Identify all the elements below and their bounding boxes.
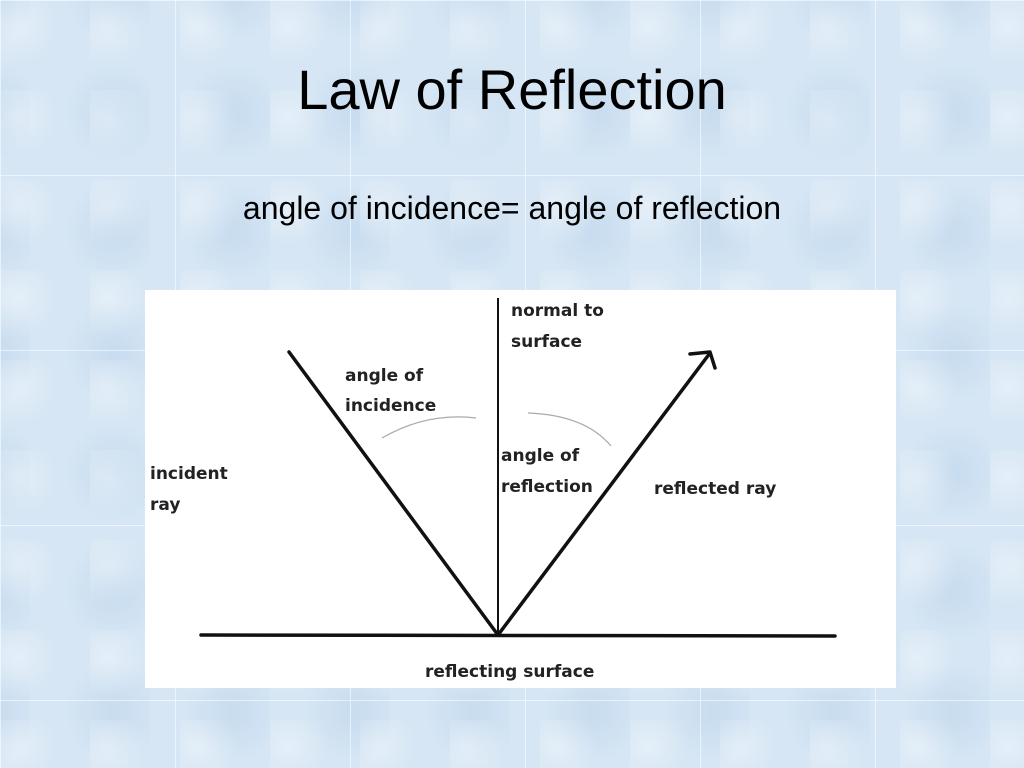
angle-of-incidence-arc xyxy=(381,416,477,439)
reflection-diagram-svg: normal to surface angle of incidence ang… xyxy=(150,298,837,682)
normal-label-line1: normal to xyxy=(511,301,604,321)
angle-of-incidence-label-line2: incidence xyxy=(345,396,436,416)
reflecting-surface-label: reflecting surface xyxy=(425,662,594,682)
angle-of-reflection-label-line2: reflection xyxy=(501,477,593,497)
incident-ray-line xyxy=(287,350,500,637)
angle-of-incidence-label-line1: angle of xyxy=(345,366,424,386)
incident-ray-label-line2: ray xyxy=(150,495,180,515)
reflecting-surface-line xyxy=(199,633,837,638)
reflected-ray-arrowhead xyxy=(688,350,717,370)
normal-label-line2: surface xyxy=(511,332,582,352)
slide-title: Law of Reflection xyxy=(297,58,727,121)
angle-of-reflection-arc xyxy=(527,412,612,447)
incident-ray-label-line1: incident xyxy=(150,464,228,484)
slide-subtitle: angle of incidence= angle of reflection xyxy=(242,190,782,226)
reflection-diagram: normal to surface angle of incidence ang… xyxy=(145,290,896,688)
reflected-ray-label: reflected ray xyxy=(654,479,776,499)
reflected-ray-line xyxy=(496,351,712,637)
angle-of-reflection-label-line1: angle of xyxy=(501,446,580,466)
